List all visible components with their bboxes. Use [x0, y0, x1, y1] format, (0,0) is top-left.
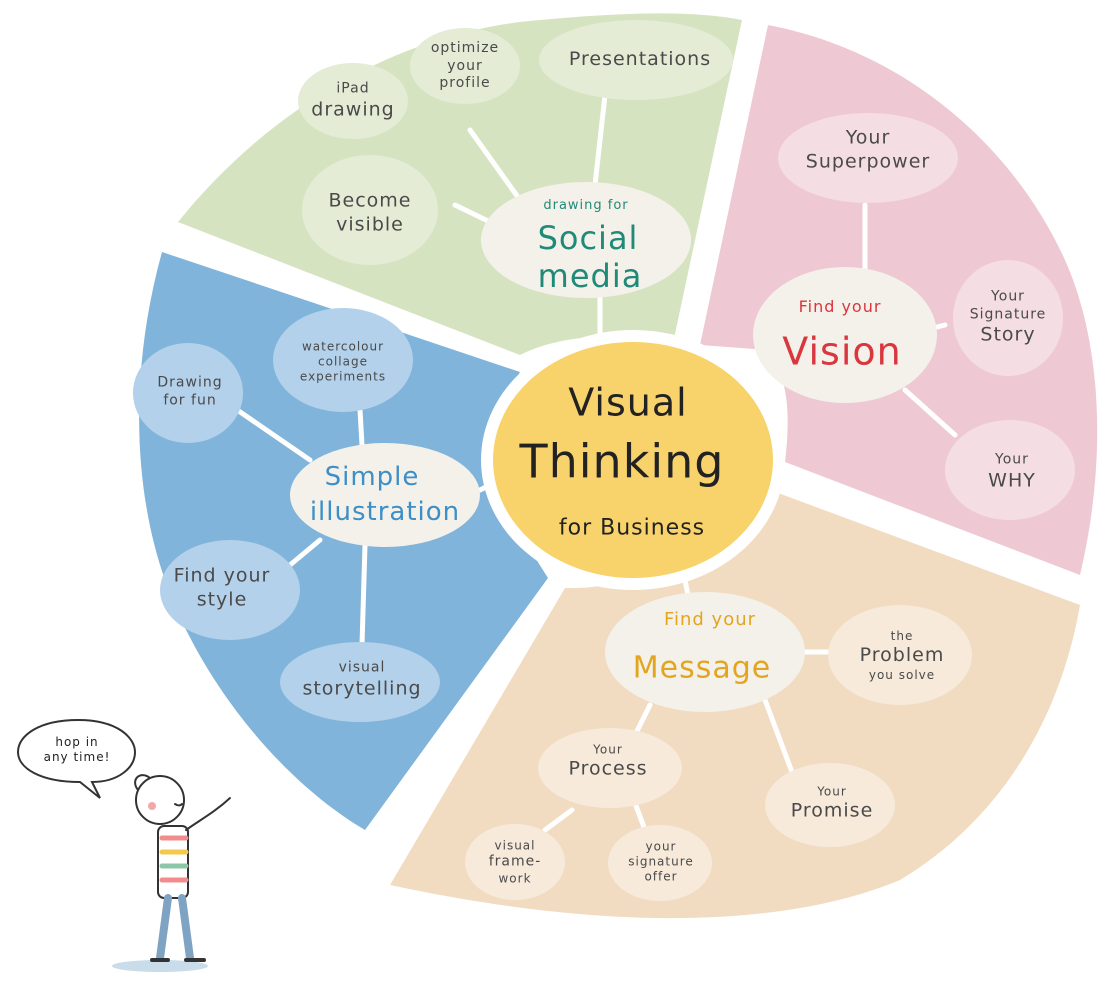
label-presentations: Presentations — [568, 48, 712, 71]
bubble-drawing-for-fun — [133, 343, 243, 443]
bubble-promise — [765, 763, 895, 847]
vision-hub-bubble — [753, 267, 937, 403]
social-title-2: media — [537, 257, 643, 295]
center-title-3: for Business — [558, 515, 706, 541]
center-title-1: Visual — [568, 380, 688, 425]
bubble-presentations — [539, 20, 733, 100]
bubble-why — [945, 420, 1075, 520]
social-kicker: drawing for — [543, 197, 629, 213]
bubble-signature-offer — [608, 825, 712, 901]
illustration-title-1: Simple — [324, 461, 420, 492]
social-title-1: Social — [537, 219, 639, 257]
bubble-become-visible — [302, 155, 438, 265]
social-hub-bubble — [481, 182, 691, 298]
bubble-problem — [828, 605, 972, 705]
illustration-title-2: illustration — [309, 496, 461, 527]
center-title-2: Thinking — [519, 434, 725, 489]
vision-title: Vision — [782, 329, 902, 374]
message-hub-bubble — [605, 592, 805, 712]
bubble-find-style — [160, 540, 300, 640]
bubble-visual-framework — [465, 824, 565, 900]
speech-bubble — [16, 718, 137, 799]
bubble-signature-story — [953, 260, 1063, 376]
illustration-hub-bubble — [290, 443, 480, 547]
center-node — [493, 342, 773, 578]
message-kicker: Find your — [663, 608, 757, 630]
message-title: Message — [632, 650, 772, 686]
bubble-superpower — [778, 113, 958, 203]
bubble-visual-storytelling — [280, 642, 440, 722]
bubble-optimize-profile — [410, 28, 520, 104]
character-figure — [112, 774, 231, 972]
bubble-process — [538, 728, 682, 808]
bubble-watercolour — [273, 308, 413, 412]
vision-kicker: Find your — [798, 297, 882, 316]
bubble-ipad-drawing — [298, 63, 408, 139]
